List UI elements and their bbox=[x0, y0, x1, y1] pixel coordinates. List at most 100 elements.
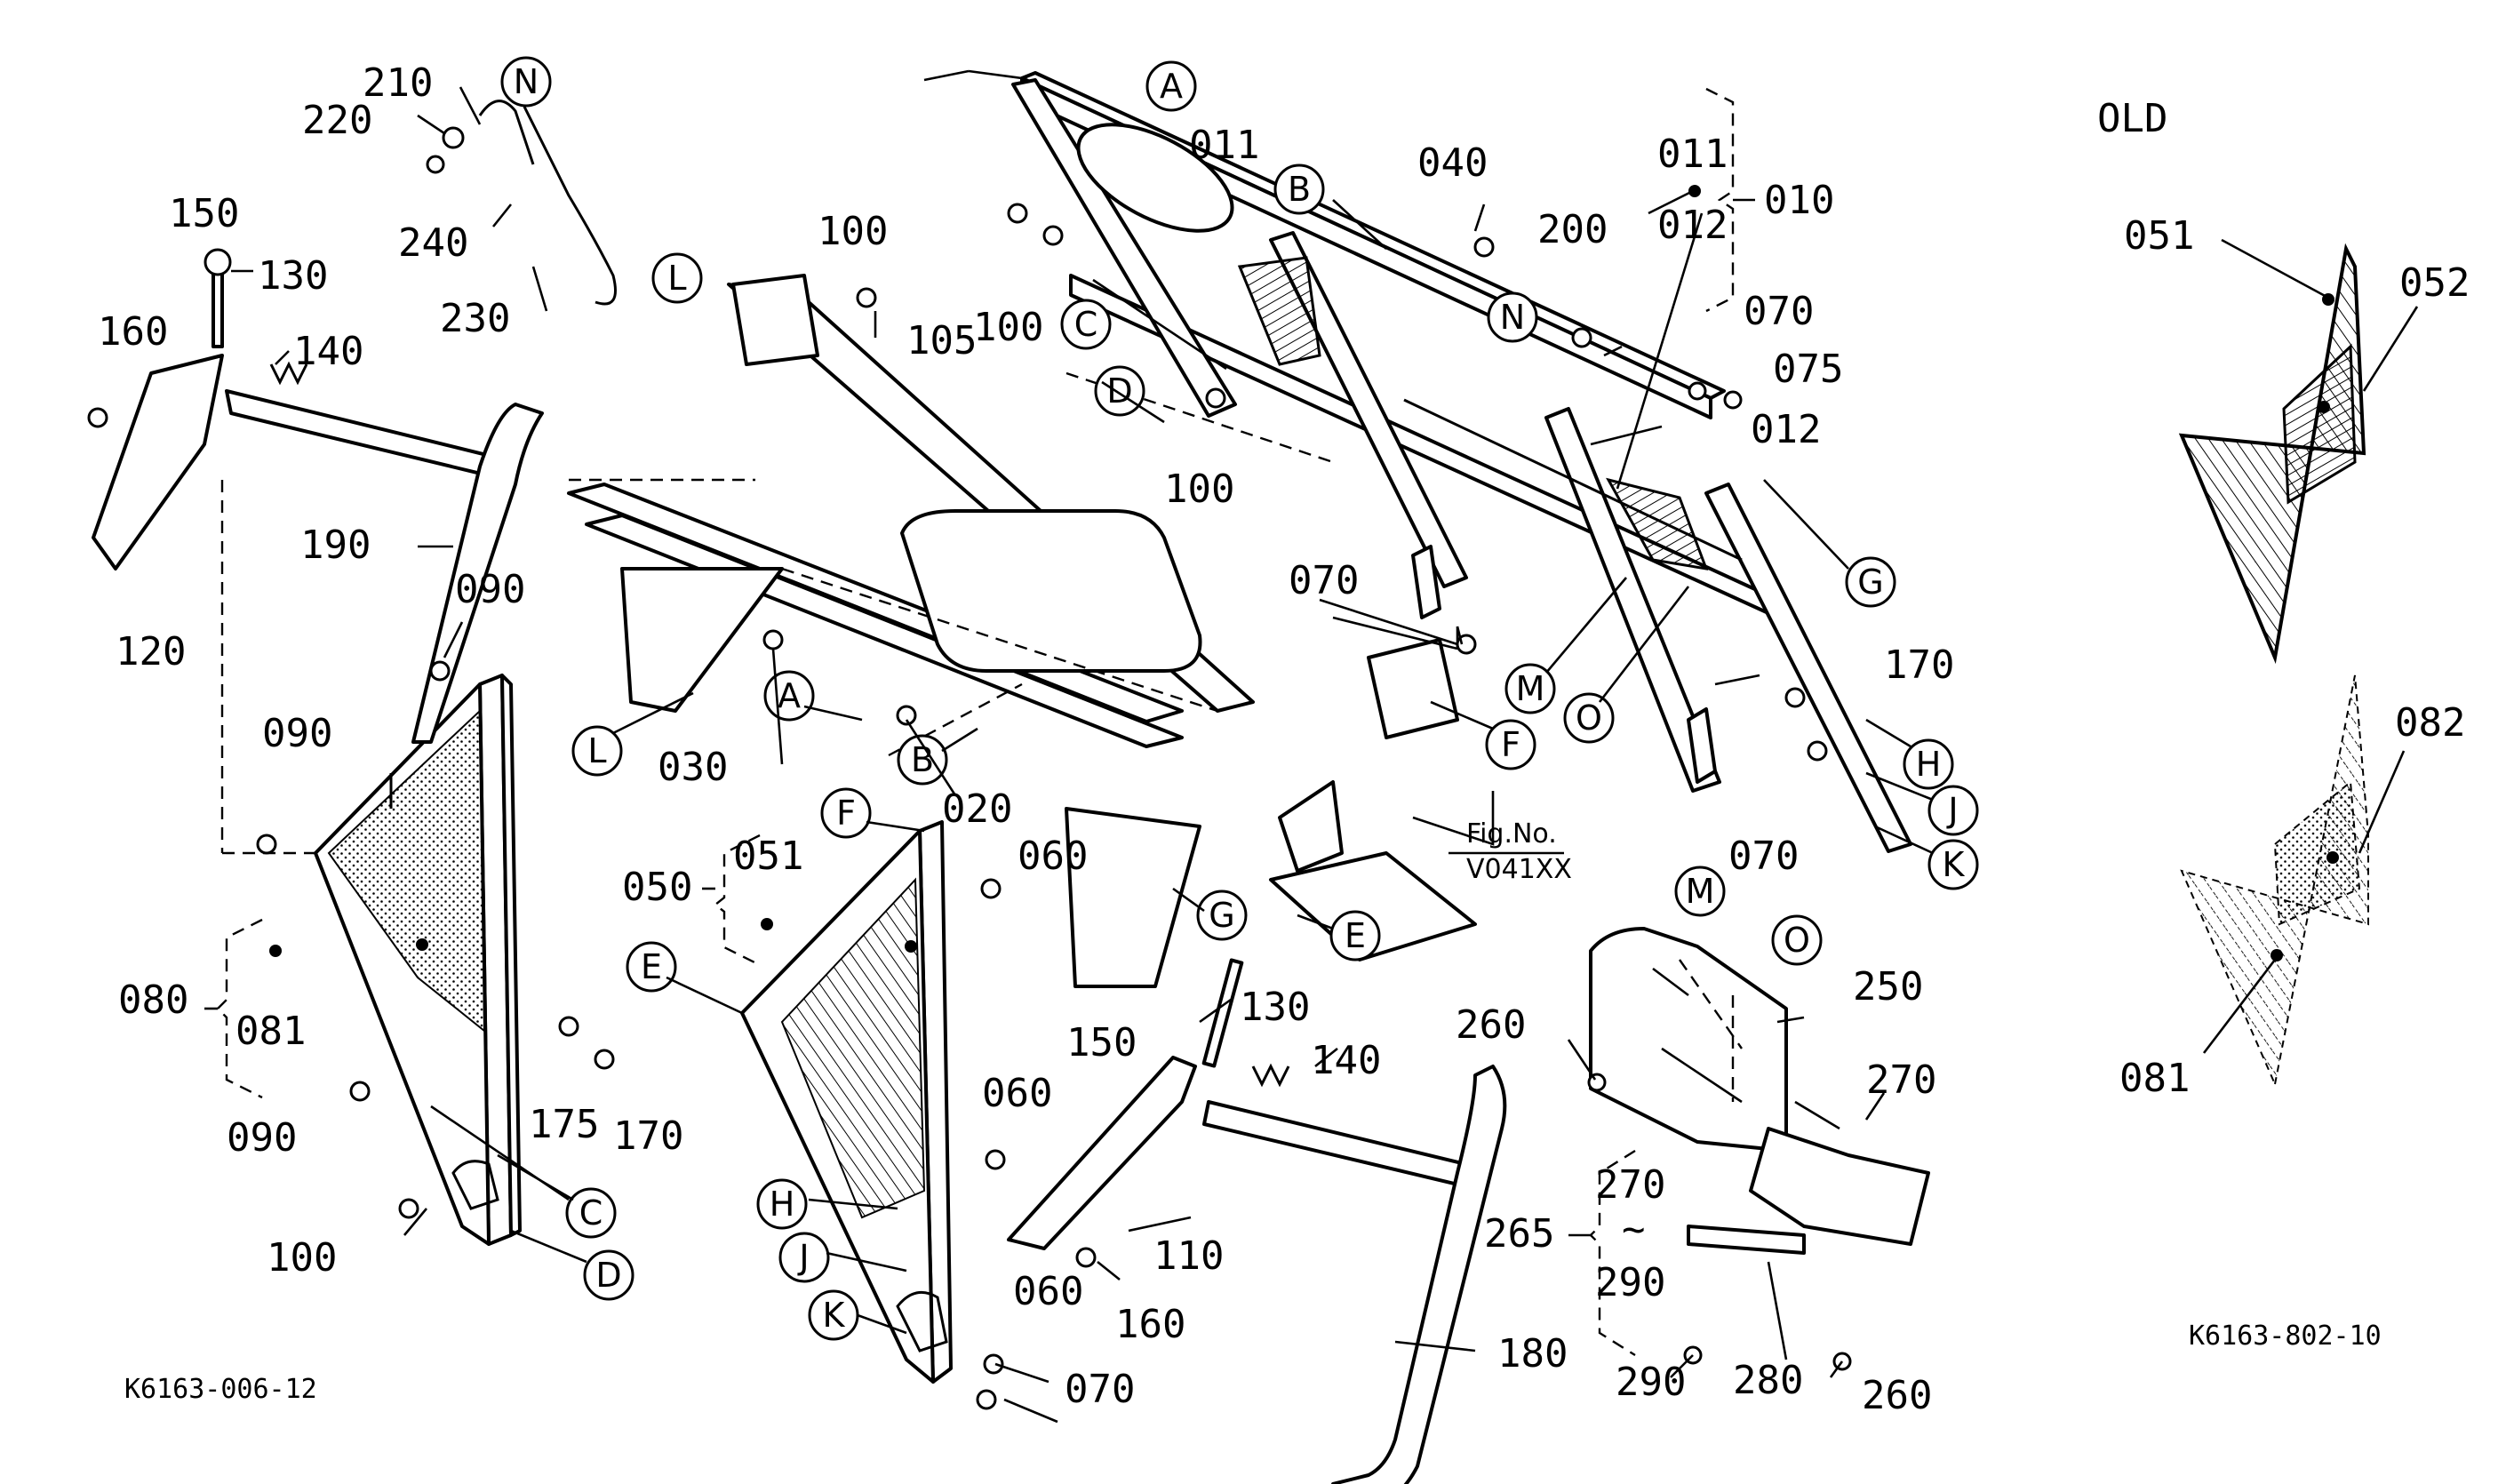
label-051: 051 bbox=[2124, 213, 2194, 259]
label-120: 120 bbox=[116, 629, 186, 674]
label-082: 082 bbox=[2395, 700, 2465, 746]
letter-A: A bbox=[1160, 67, 1183, 106]
label-old: OLD bbox=[2097, 96, 2167, 141]
label-150: 150 bbox=[1066, 1020, 1137, 1065]
right-lever-assembly bbox=[1007, 958, 1507, 1484]
label-080: 080 bbox=[118, 977, 188, 1023]
label-105: 105 bbox=[906, 318, 977, 363]
label-140: 140 bbox=[1311, 1038, 1381, 1083]
label-220: 220 bbox=[302, 98, 372, 143]
label-012: 012 bbox=[1657, 203, 1728, 248]
letter-D: D bbox=[1106, 371, 1132, 411]
callout-M1: M bbox=[1504, 663, 1556, 714]
left-panel-080 bbox=[314, 674, 522, 1246]
label-230: 230 bbox=[440, 296, 510, 341]
label-012: 012 bbox=[1751, 407, 1821, 452]
label-265: 265 bbox=[1484, 1211, 1554, 1257]
callout-J2: J bbox=[778, 1232, 830, 1283]
label-210: 210 bbox=[363, 60, 433, 106]
letter-M: M bbox=[1686, 872, 1715, 911]
callout-N1: N bbox=[500, 56, 552, 108]
callout-A2: A bbox=[763, 670, 815, 722]
label-090: 090 bbox=[262, 711, 332, 756]
letter-J: J bbox=[1946, 791, 1958, 830]
label-020: 020 bbox=[942, 786, 1012, 832]
label-270: 270 bbox=[1595, 1162, 1665, 1208]
letter-E: E bbox=[1345, 916, 1366, 955]
label-160: 160 bbox=[98, 309, 168, 355]
callout-E1: E bbox=[626, 941, 677, 993]
label-130: 130 bbox=[258, 253, 328, 299]
part-number-labels: 210 220 240 230 150 130 160 140 190 120 … bbox=[98, 60, 2470, 1418]
figure-number-caption: Fig.No. bbox=[1466, 818, 1557, 850]
callout-L2: L bbox=[571, 725, 623, 777]
callout-L1: L bbox=[651, 252, 703, 304]
label-081: 081 bbox=[2119, 1056, 2190, 1101]
callout-F2: F bbox=[820, 787, 872, 839]
letter-C: C bbox=[579, 1193, 603, 1233]
label-060: 060 bbox=[1018, 834, 1088, 879]
letter-K: K bbox=[1943, 845, 1966, 884]
label-280: 280 bbox=[1733, 1358, 1803, 1403]
letter-G: G bbox=[1209, 896, 1234, 935]
callout-F1: F bbox=[1485, 719, 1536, 770]
label-130: 130 bbox=[1240, 985, 1310, 1030]
label-290: 290 bbox=[1616, 1360, 1686, 1405]
label-070: 070 bbox=[1289, 558, 1359, 603]
drawing-code-left: K6163-006-12 bbox=[124, 1374, 317, 1405]
callout-K2: K bbox=[808, 1289, 859, 1341]
part-leaders bbox=[231, 86, 2419, 1424]
label-140: 140 bbox=[293, 329, 363, 374]
label-200: 200 bbox=[1537, 207, 1608, 252]
label-060: 060 bbox=[1013, 1269, 1083, 1314]
letter-H: H bbox=[770, 1185, 795, 1224]
label-090: 090 bbox=[227, 1115, 297, 1161]
callout-N2: N bbox=[1487, 291, 1538, 343]
letter-J: J bbox=[797, 1238, 809, 1277]
label-070: 070 bbox=[1065, 1367, 1135, 1412]
label-081: 081 bbox=[235, 1009, 306, 1054]
label-100: 100 bbox=[1164, 467, 1234, 512]
callout-H2: H bbox=[756, 1178, 808, 1230]
callout-O1: O bbox=[1563, 692, 1615, 744]
callout-D2: D bbox=[583, 1249, 634, 1301]
label-040: 040 bbox=[1417, 140, 1488, 186]
letter-G: G bbox=[1857, 562, 1883, 602]
letter-F: F bbox=[1501, 725, 1520, 764]
callout-B2: B bbox=[897, 734, 948, 786]
letter-N: N bbox=[1500, 298, 1525, 337]
callout-H1: H bbox=[1903, 738, 1954, 790]
label-051: 051 bbox=[733, 834, 803, 879]
letter-B: B bbox=[1288, 170, 1311, 209]
center-panel-050 bbox=[740, 820, 953, 1384]
label-260: 260 bbox=[1456, 1002, 1526, 1048]
letter-E: E bbox=[641, 947, 662, 986]
callout-O2: O bbox=[1771, 914, 1823, 966]
letter-L: L bbox=[667, 259, 686, 298]
shields bbox=[1589, 927, 1930, 1255]
label-050: 050 bbox=[622, 865, 692, 910]
reference-dots bbox=[269, 185, 2339, 961]
callout-C2: C bbox=[565, 1187, 617, 1239]
callout-M2: M bbox=[1674, 866, 1726, 917]
label-170: 170 bbox=[613, 1113, 683, 1159]
label-range-tilde: ~ bbox=[1622, 1207, 1646, 1252]
callout-E2: E bbox=[1329, 910, 1381, 961]
letter-H: H bbox=[1916, 745, 1942, 784]
callout-G2: G bbox=[1196, 890, 1248, 941]
letter-F: F bbox=[836, 794, 856, 833]
label-011: 011 bbox=[1657, 132, 1728, 177]
callout-D1: D bbox=[1094, 365, 1145, 417]
label-070: 070 bbox=[1744, 289, 1814, 334]
callout-J1: J bbox=[1927, 785, 1979, 836]
old-panels bbox=[2178, 243, 2369, 1088]
label-011: 011 bbox=[1189, 123, 1259, 168]
label-150: 150 bbox=[169, 191, 239, 236]
callout-K1: K bbox=[1927, 839, 1979, 890]
label-010: 010 bbox=[1764, 178, 1834, 223]
label-060: 060 bbox=[982, 1071, 1052, 1116]
letter-D: D bbox=[595, 1256, 621, 1295]
label-170: 170 bbox=[1884, 642, 1954, 688]
callout-B1: B bbox=[1273, 164, 1325, 215]
